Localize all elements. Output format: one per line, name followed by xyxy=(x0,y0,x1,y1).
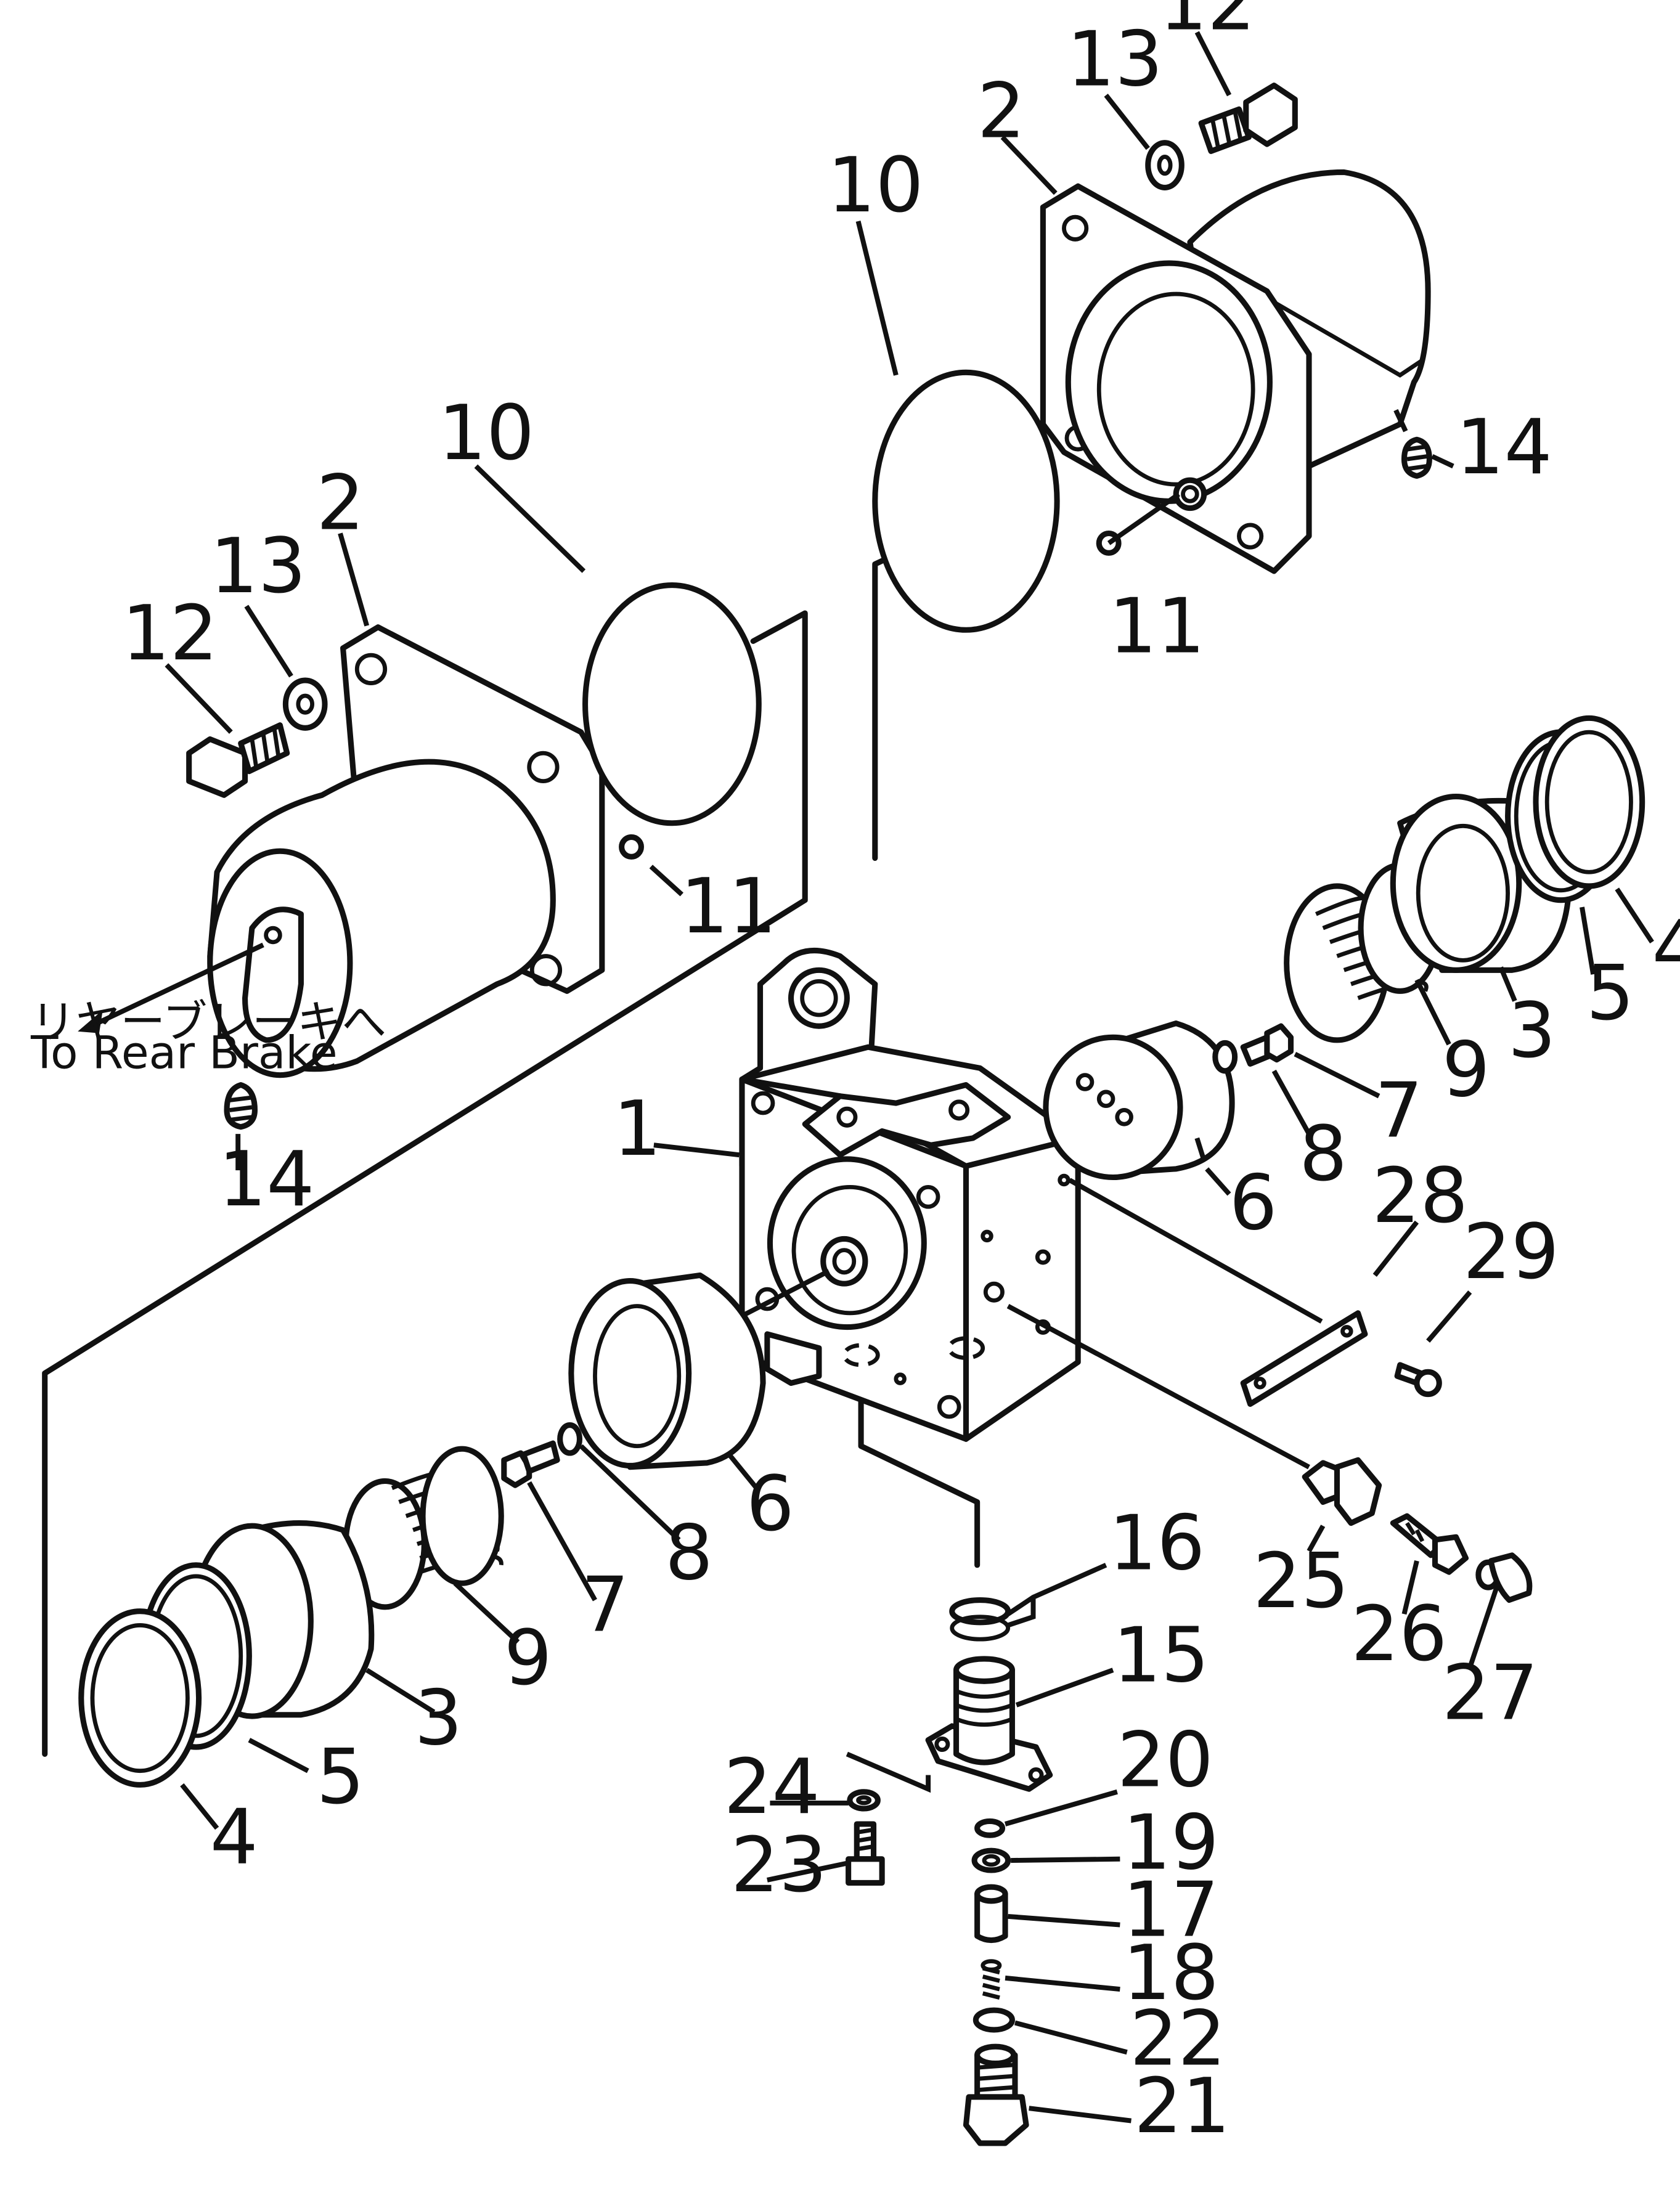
seat-part-19 xyxy=(971,1847,1011,1873)
callout-6-right: 6 xyxy=(1229,1159,1278,1247)
gasket-right-part-10 xyxy=(872,369,1060,633)
o-ring-part-22 xyxy=(973,2007,1015,2033)
piston-right-part-6 xyxy=(1043,1020,1235,1181)
o-ring-left-part-11 xyxy=(619,834,644,860)
plug-part-21 xyxy=(963,2043,1029,2146)
callout-16: 16 xyxy=(1109,1499,1205,1587)
callout-1: 1 xyxy=(613,1085,661,1173)
callout-11-left: 11 xyxy=(680,862,777,950)
group-outline-right xyxy=(872,550,902,861)
callout-4-left: 4 xyxy=(210,1793,258,1881)
breather-left-part-14 xyxy=(224,1082,258,1130)
callout-5-left: 5 xyxy=(316,1733,364,1821)
callout-6-left: 6 xyxy=(746,1460,794,1548)
bolt-part-23 xyxy=(846,1821,885,1886)
callout-5-right: 5 xyxy=(1586,949,1634,1037)
callout-4-right: 4 xyxy=(1652,904,1680,992)
screw-right-part-7 xyxy=(1240,1023,1294,1067)
callout-29: 29 xyxy=(1463,1208,1559,1296)
group-outline-bottom xyxy=(858,1380,981,1568)
note-japanese: リヤーブレーキへ xyxy=(31,996,386,1048)
callout-9-left: 9 xyxy=(504,1614,552,1702)
piston-left-part-6 xyxy=(568,1272,766,1470)
washer-part-24 xyxy=(847,1789,881,1812)
cap-part-27 xyxy=(1475,1552,1533,1603)
callout-23: 23 xyxy=(731,1821,827,1909)
ring-right-part-4 xyxy=(1533,715,1645,889)
bolt-right-part-12 xyxy=(1198,83,1298,154)
callout-26: 26 xyxy=(1351,1590,1447,1678)
callout-28: 28 xyxy=(1372,1152,1468,1240)
callout-20: 20 xyxy=(1117,1716,1213,1804)
callout-8-left: 8 xyxy=(665,1509,713,1597)
callout-24: 24 xyxy=(724,1743,820,1831)
cover-left-part-2 xyxy=(207,624,605,1078)
washer-left-part-8 xyxy=(557,1422,583,1456)
screw-part-29 xyxy=(1394,1362,1442,1398)
washer-right-part-8 xyxy=(1212,1040,1238,1074)
callout-12-left: 12 xyxy=(122,589,218,677)
callout-2-left: 2 xyxy=(316,459,364,547)
note-english: To Rear Brake xyxy=(30,1027,338,1079)
valve-seat-part-15 xyxy=(925,1656,1053,1792)
snap-ring-part-16 xyxy=(949,1597,1011,1642)
screw-left-part-7 xyxy=(501,1440,560,1488)
spring-part-18 xyxy=(981,1959,1002,2000)
fitting-part-25 xyxy=(1302,1457,1382,1526)
bolt-left-part-12 xyxy=(186,722,290,798)
callout-12-right: 12 xyxy=(1159,0,1255,47)
leader-lines xyxy=(89,31,1654,2124)
o-ring-part-20 xyxy=(974,1818,1006,1838)
callout-7-left: 7 xyxy=(581,1561,629,1649)
callout-11-right: 11 xyxy=(1109,582,1205,670)
callout-13-right: 13 xyxy=(1067,15,1163,104)
callout-10-right: 10 xyxy=(828,141,924,229)
gasket-left-part-10 xyxy=(582,582,762,826)
valve-part-17 xyxy=(974,1884,1008,1944)
callout-8-right: 8 xyxy=(1299,1110,1347,1198)
callout-2-right: 2 xyxy=(977,67,1026,155)
valve-body-part-1 xyxy=(739,948,1081,1442)
spring-left-part-9 xyxy=(343,1446,504,1610)
washer-right-part-13 xyxy=(1145,140,1185,190)
callout-25: 25 xyxy=(1253,1537,1349,1625)
callout-17: 17 xyxy=(1123,1866,1219,1954)
callout-labels: 1 12 13 2 10 14 11 10 2 13 12 11 14 4 5 … xyxy=(122,0,1680,2150)
breather-right-part-14 xyxy=(1401,436,1432,479)
callout-15: 15 xyxy=(1113,1611,1209,1699)
callout-3-left: 3 xyxy=(414,1674,462,1762)
plate-part-28 xyxy=(1240,1310,1368,1407)
callout-21: 21 xyxy=(1134,2062,1230,2150)
washer-left-part-13 xyxy=(282,677,328,731)
callout-14-left: 14 xyxy=(218,1135,314,1223)
callout-18: 18 xyxy=(1123,1929,1219,2017)
callout-14-right: 14 xyxy=(1456,403,1552,491)
callout-27: 27 xyxy=(1442,1649,1538,1737)
fitting-part-26 xyxy=(1390,1513,1469,1575)
callout-9-right: 9 xyxy=(1442,1026,1490,1114)
callout-19: 19 xyxy=(1123,1799,1219,1887)
callout-3-right: 3 xyxy=(1508,987,1556,1075)
callout-13-left: 13 xyxy=(210,522,306,610)
cover-upper-right-part-2 xyxy=(1040,169,1431,574)
callout-10-left: 10 xyxy=(438,389,534,477)
callout-7-right: 7 xyxy=(1375,1067,1423,1155)
ring-left-part-4 xyxy=(78,1608,202,1788)
callout-22: 22 xyxy=(1130,1995,1226,2083)
group-outline-left xyxy=(42,610,808,1757)
rear-brake-arrow xyxy=(78,1009,103,1033)
